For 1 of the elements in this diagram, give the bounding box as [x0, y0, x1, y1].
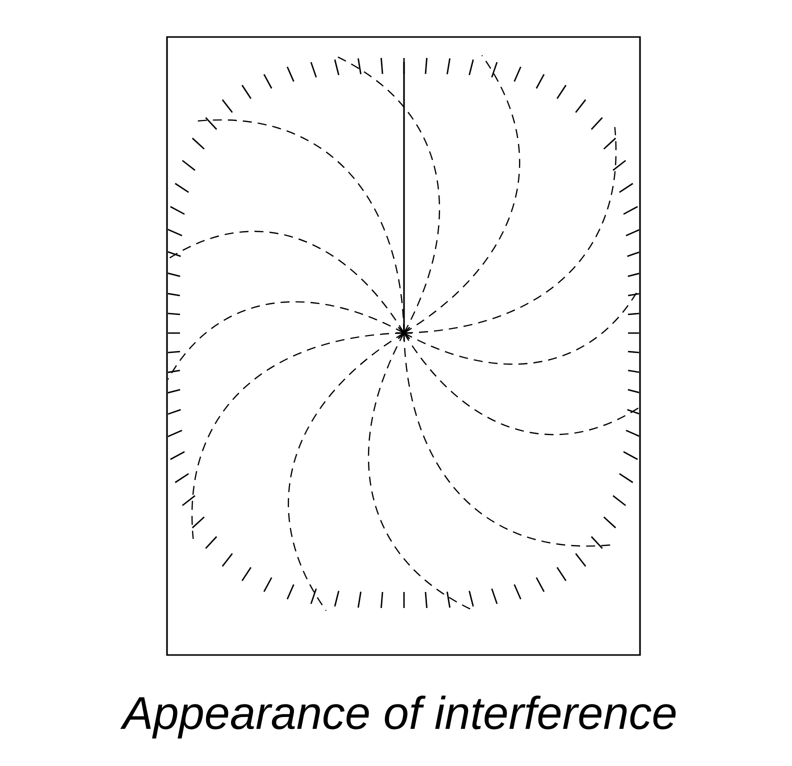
- caption: Appearance of interference: [120, 696, 676, 738]
